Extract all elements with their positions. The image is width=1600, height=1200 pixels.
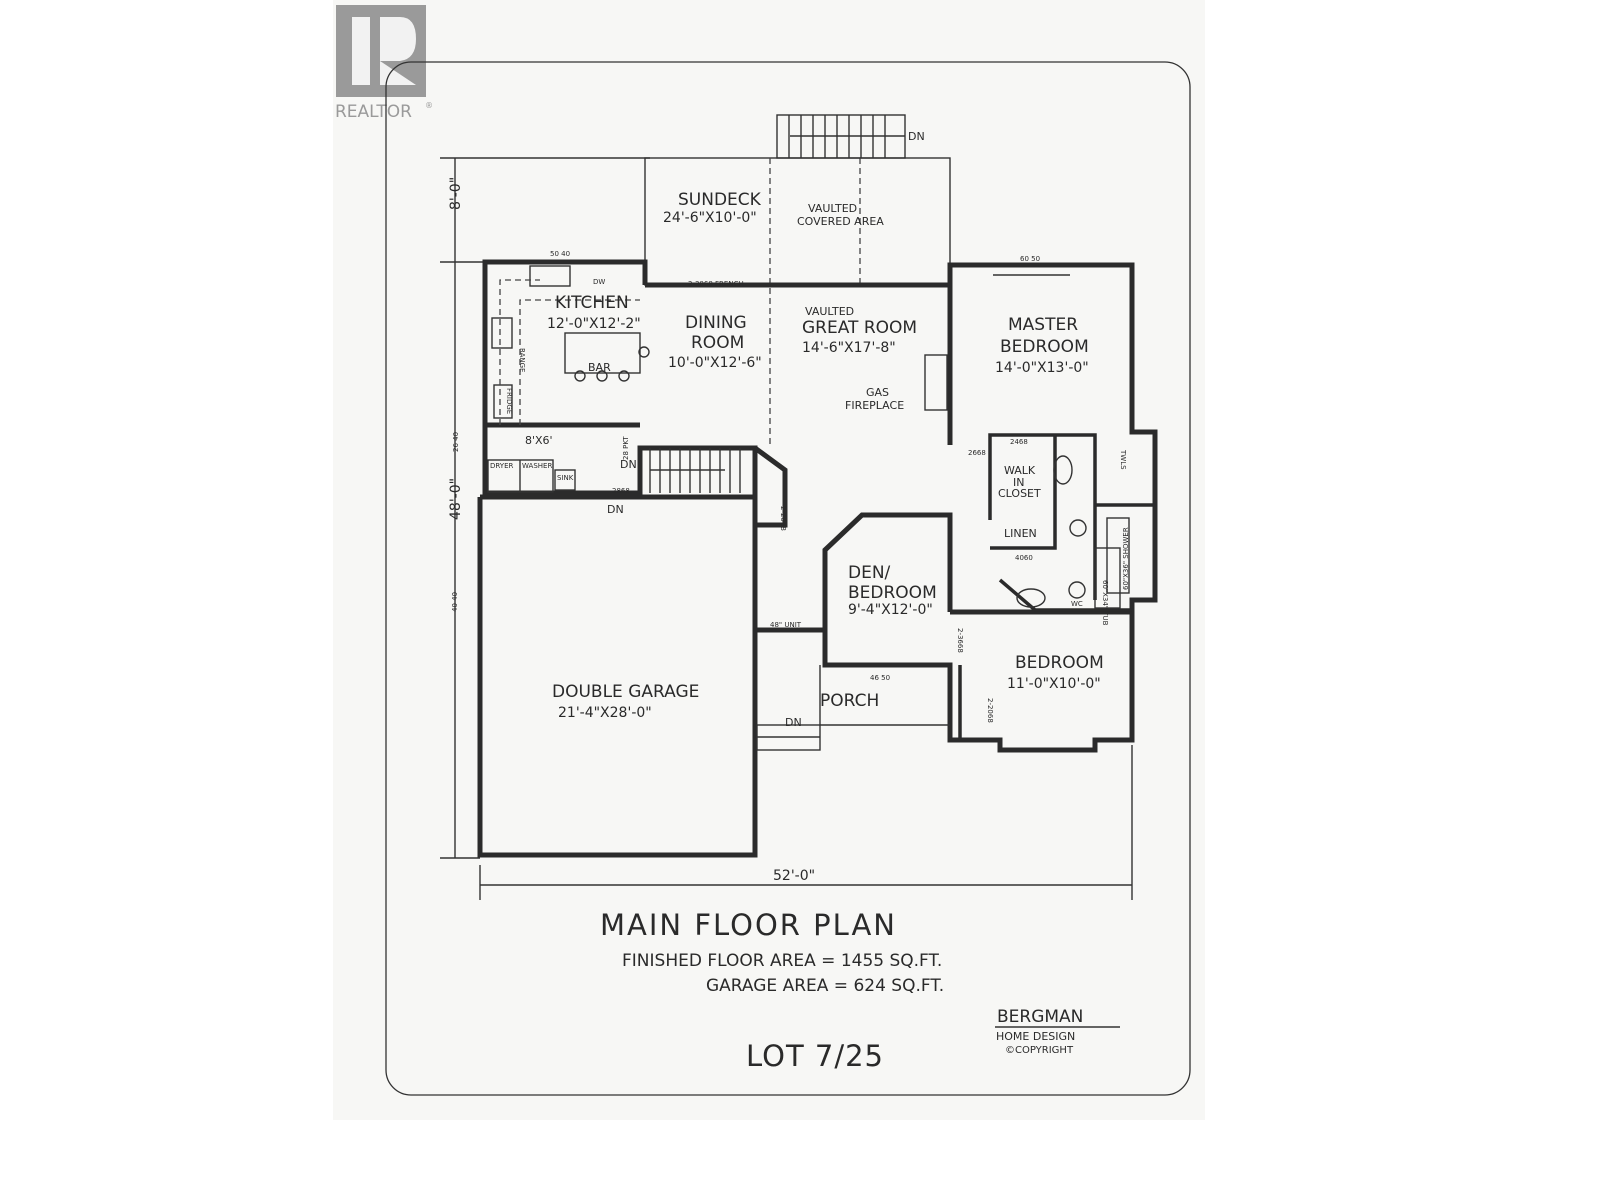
interior-walls	[958, 433, 1155, 740]
window-4650-label: 46 50	[870, 674, 890, 682]
walkin-label-3: CLOSET	[998, 487, 1041, 500]
den-size: 9'-4"X12'-0"	[848, 602, 933, 618]
covered-label-1: VAULTED	[808, 202, 857, 215]
plan-title: MAIN FLOOR PLAN	[600, 908, 897, 942]
designer-name: BERGMAN	[997, 1007, 1083, 1027]
stairs-dn-deck: DN	[908, 130, 925, 143]
linen-label: LINEN	[1004, 527, 1037, 540]
door-2468-label: 2468	[1010, 438, 1028, 446]
realtor-logo-text: REALTOR	[335, 102, 412, 122]
registered-mark: ®	[425, 101, 433, 110]
sheet-border	[385, 61, 1191, 1096]
covered-label-2: COVERED AREA	[797, 215, 884, 228]
sundeck-label: SUNDECK	[678, 190, 762, 210]
bedroom-size: 11'-0"X10'-0"	[1007, 676, 1101, 692]
room-labels: SUNDECK 24'-6"X10'-0" VAULTED COVERED AR…	[525, 190, 1104, 721]
den-label-2: BEDROOM	[848, 583, 937, 603]
unit-label: 48" UNIT	[770, 621, 802, 629]
fixture-labels: BAR RANGE FRIDGE DW DRYER WASHER SINK 60…	[451, 130, 1130, 729]
sundeck-size: 24'-6"X10'-0"	[663, 210, 757, 226]
dryer-label: DRYER	[490, 462, 514, 470]
walkin-label-2: IN	[1013, 476, 1024, 489]
door-2668-label: 2668	[968, 449, 986, 457]
great-size: 14'-6"X17'-8"	[802, 340, 896, 356]
finished-area: FINISHED FLOOR AREA = 1455 SQ.FT.	[622, 951, 942, 971]
door-2068b-label: 2-2068	[986, 698, 994, 723]
tub-label: 60"X34" TUB	[1101, 580, 1109, 626]
porch-label: PORCH	[820, 691, 879, 711]
window-6050-label: 60 50	[1020, 255, 1040, 263]
washer-label: WASHER	[522, 462, 552, 470]
designer-sub: HOME DESIGN	[996, 1030, 1075, 1043]
range-label: RANGE	[518, 348, 526, 372]
wc-label: WC	[1071, 600, 1083, 608]
fireplace-label-1: GAS	[866, 386, 889, 399]
dimension-lines	[440, 157, 1133, 900]
great-label-1: VAULTED	[805, 305, 854, 318]
bar-label: BAR	[588, 361, 611, 374]
stairs-dn-interior: DN	[620, 458, 637, 471]
realtor-logo: REALTOR ®	[335, 5, 433, 122]
fridge-label: FRIDGE	[505, 388, 513, 414]
designer-copyright: ©COPYRIGHT	[1005, 1045, 1074, 1056]
cabinet-outlines	[499, 279, 640, 425]
window-2640-label: 26 40	[452, 432, 460, 452]
exterior-walls	[477, 259, 1158, 858]
door-2068-label: 2-2068	[779, 506, 787, 531]
laundry-size: 8'X6'	[525, 434, 553, 447]
dining-label-1: DINING	[685, 313, 747, 333]
door-4060-label: 4060	[1015, 554, 1033, 562]
kitchen-label: KITCHEN	[555, 293, 629, 313]
lot-number: LOT 7/25	[746, 1039, 884, 1073]
garage-area: GARAGE AREA = 624 SQ.FT.	[706, 976, 944, 996]
porch-and-stairs	[487, 265, 1130, 751]
fireplace-label-2: FIREPLACE	[845, 399, 904, 412]
pocket-door-label: 28 PKT	[622, 436, 630, 460]
shower-label: 60"X36" SHOWER	[1122, 527, 1130, 590]
master-label-2: BEDROOM	[1000, 337, 1089, 357]
window-5040-label: 50 40	[550, 250, 570, 258]
den-label-1: DEN/	[848, 563, 891, 583]
door-2868-label: 2868	[612, 487, 630, 495]
walkin-label-1: WALK	[1004, 464, 1036, 477]
window-4040-label: 40 40	[451, 592, 459, 612]
dimension-bottom: 52'-0"	[773, 868, 815, 884]
great-label-2: GREAT ROOM	[802, 318, 917, 338]
dining-label-2: ROOM	[691, 333, 744, 353]
french-door-label: 2-3068 FRENCH	[688, 280, 744, 288]
garage-label: DOUBLE GARAGE	[552, 682, 699, 702]
towels-label: TWLS	[1119, 449, 1127, 470]
dimension-left: 48'-0"	[448, 478, 464, 520]
master-size: 14'-0"X13'-0"	[995, 360, 1089, 376]
bedroom-label: BEDROOM	[1015, 653, 1104, 673]
garage-size: 21'-4"X28'-0"	[558, 705, 652, 721]
door-3668-label: 2-3668	[956, 628, 964, 653]
master-label-1: MASTER	[1008, 315, 1078, 335]
sink-label: SINK	[557, 474, 574, 482]
dw-label: DW	[593, 278, 605, 286]
dining-size: 10'-0"X12'-6"	[668, 355, 762, 371]
kitchen-size: 12'-0"X12'-2"	[547, 316, 641, 332]
dimension-top: 8'-0"	[448, 177, 464, 210]
stairs-dn-garage: DN	[607, 503, 624, 516]
stairs-dn-porch: DN	[785, 716, 802, 729]
